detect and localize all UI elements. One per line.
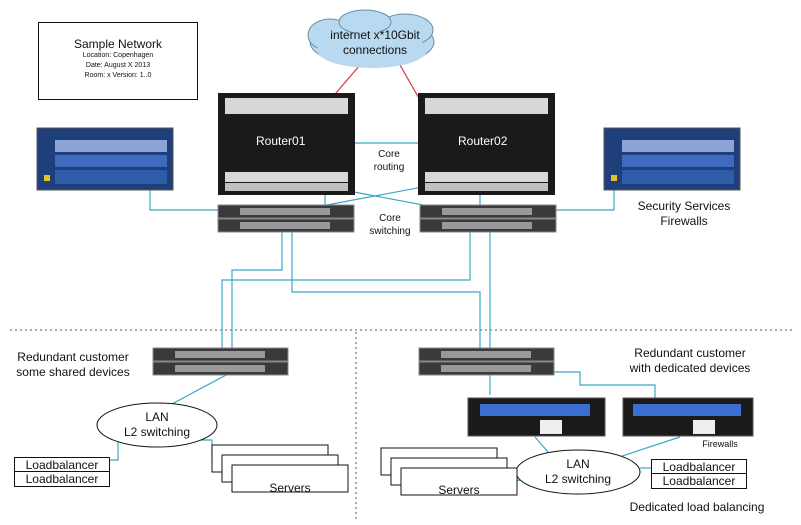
lan-right-line1: LAN — [566, 457, 590, 471]
blade-chassis-right — [603, 127, 741, 191]
legend-date: Date: August X 2013 — [85, 62, 151, 69]
security-services-label: Security Services Firewalls — [622, 199, 746, 229]
lan-right-label: LAN L2 switching — [528, 457, 628, 487]
router02-label: Router02 — [458, 134, 508, 148]
legend-title: Sample Network — [73, 37, 163, 51]
lan-left-ellipse — [96, 402, 218, 448]
legend-location: Location: Copenhagen — [82, 52, 154, 59]
customer-switch-right — [418, 347, 555, 376]
router01-chassis — [218, 93, 355, 195]
lan-right-line2: L2 switching — [544, 472, 612, 486]
firewall-right — [622, 397, 754, 437]
legend-room: Room: x Version: 1..0 — [84, 72, 152, 79]
lan-left-line2: L2 switching — [123, 425, 191, 439]
servers-right-stack — [380, 447, 518, 496]
firewalls-label: Firewalls — [702, 439, 738, 449]
servers-left-label: Servers — [269, 481, 311, 495]
core-routing-label: Core routing — [362, 148, 416, 174]
servers-left-stack — [211, 444, 349, 493]
core-switching-label: Core switching — [360, 212, 420, 238]
servers-right-label: Servers — [438, 483, 480, 497]
customer-left-line2: some shared devices — [16, 365, 130, 379]
customer-right-label: Redundant customer with dedicated device… — [622, 346, 758, 376]
customer-left-label: Redundant customer some shared devices — [6, 350, 140, 380]
cloud-line2: connections — [342, 43, 408, 57]
legend-box: Sample Network Location: Copenhagen Date… — [38, 22, 198, 100]
internet-link-r2 — [399, 64, 421, 101]
core-switch-right — [419, 204, 557, 233]
internet-cloud — [307, 9, 435, 68]
core-switching-line1: Core — [379, 213, 401, 224]
cloud-label: internet x*10Gbit connections — [320, 28, 430, 58]
core-routing-line1: Core — [378, 149, 400, 160]
security-line1: Security Services — [637, 199, 731, 213]
customer-switch-left — [152, 347, 289, 376]
security-line2: Firewalls — [660, 214, 708, 228]
core-routing-line2: routing — [373, 162, 405, 173]
lan-left-line1: LAN — [145, 410, 169, 424]
customer-right-line1: Redundant customer — [634, 346, 746, 360]
blade-chassis-left — [36, 127, 174, 191]
cloud-line1: internet x*10Gbit — [330, 28, 420, 42]
dedicated-lb-label: Dedicated load balancing — [629, 500, 765, 514]
core-switching-line2: switching — [369, 226, 411, 237]
firewall-left — [467, 397, 606, 437]
lan-left-label: LAN L2 switching — [107, 410, 207, 440]
loadbalancer-right-2: Loadbalancer — [651, 473, 747, 489]
customer-right-line2: with dedicated devices — [629, 361, 751, 375]
router02-chassis — [418, 93, 555, 195]
loadbalancer-left-2: Loadbalancer — [14, 471, 110, 487]
router01-label: Router01 — [256, 134, 306, 148]
core-switch-left — [217, 204, 355, 233]
customer-left-line1: Redundant customer — [17, 350, 129, 364]
